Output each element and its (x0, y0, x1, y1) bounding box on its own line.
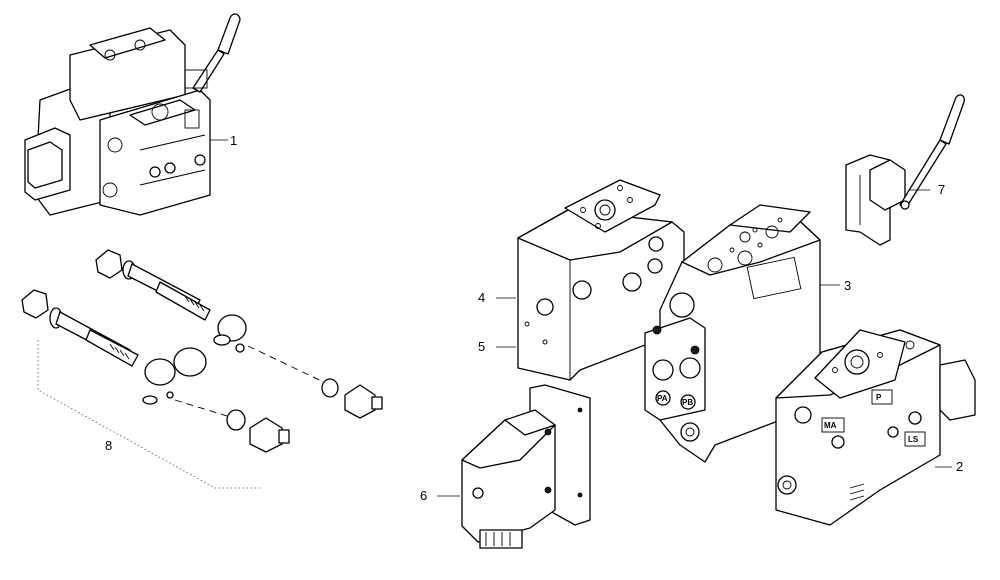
callout-3: 3 (844, 278, 851, 293)
callout-7: 7 (938, 182, 945, 197)
port-marking-ma: MA (824, 421, 837, 430)
lever-control-part-7 (845, 94, 965, 246)
port-marking-p: P (876, 393, 882, 402)
inlet-section-part-4-5 (496, 179, 685, 381)
bolt-and-seal-kit-part-8 (21, 249, 383, 489)
callout-4: 4 (478, 290, 485, 305)
callout-5: 5 (478, 339, 485, 354)
port-marking-ls: LS (908, 435, 919, 444)
callout-2: 2 (956, 459, 963, 474)
callout-8: 8 (105, 438, 112, 453)
valve-assembly-part-1 (24, 13, 241, 216)
end-section-part-2: P MA LS (775, 329, 976, 526)
callout-6: 6 (420, 488, 427, 503)
solenoid-actuator-part-6 (437, 384, 591, 549)
port-marking-pb: PB (682, 398, 693, 407)
port-marking-pa: PA (657, 394, 668, 403)
callout-1: 1 (230, 133, 237, 148)
